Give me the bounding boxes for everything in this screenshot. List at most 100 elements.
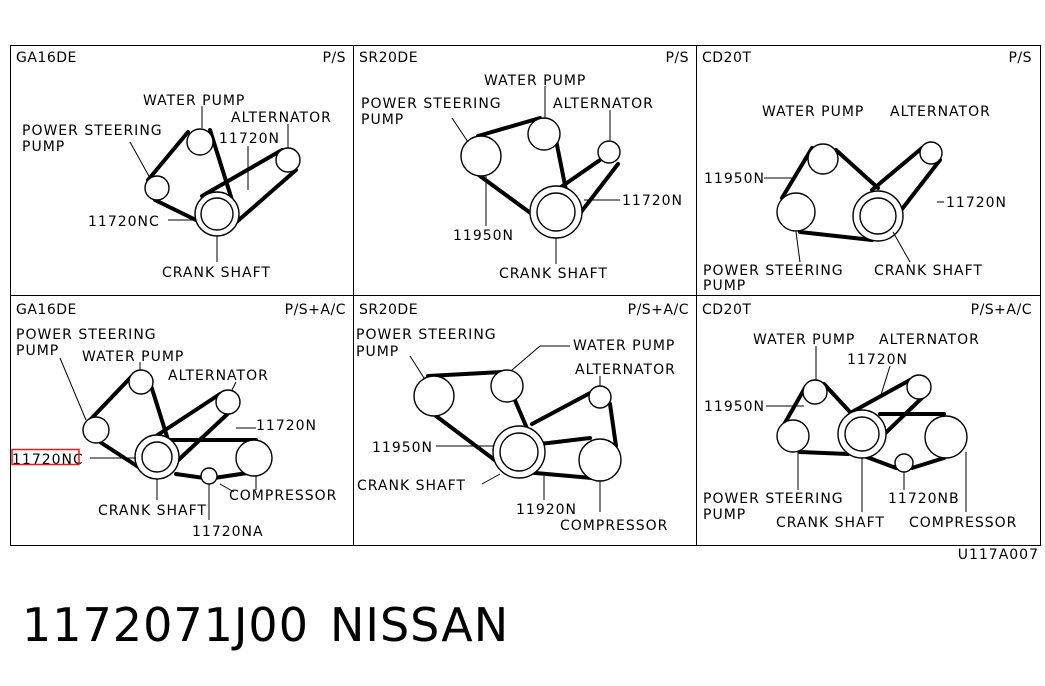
panel-config: P/S+A/C <box>285 302 346 318</box>
label-pump: PUMP <box>703 507 746 523</box>
crank-shaft-inner <box>859 197 897 235</box>
label-water-pump: WATER PUMP <box>484 73 586 89</box>
label-belt-code: 11720NA <box>192 524 264 540</box>
label-belt-code: 11720N <box>946 195 1007 211</box>
water-pump-pulley <box>186 128 214 156</box>
panel-engine: SR20DE <box>359 50 418 66</box>
idler-pulley <box>894 453 914 473</box>
panel-cd20t-ps: CD20T P/S WATER PUMP ALTERNATOR 11950N 1… <box>702 50 1032 294</box>
label-belt-code: 11920N <box>516 502 577 518</box>
alternator-pulley <box>906 374 932 400</box>
crank-shaft-inner <box>200 197 234 231</box>
label-belt-code: 11950N <box>704 171 765 187</box>
alternator-pulley <box>588 385 612 409</box>
label-pump: PUMP <box>361 112 404 128</box>
alternator-pulley <box>275 147 301 173</box>
belt <box>146 128 298 228</box>
label-water-pump: WATER PUMP <box>762 104 864 120</box>
panel-engine: GA16DE <box>16 302 77 318</box>
belt <box>426 370 618 480</box>
belt <box>476 116 620 222</box>
crank-shaft-inner <box>141 441 173 473</box>
label-water-pump: WATER PUMP <box>82 349 184 365</box>
water-pump-pulley <box>527 117 561 151</box>
panel-config: P/S+A/C <box>971 302 1032 318</box>
panel-config: P/S <box>1008 50 1032 66</box>
label-belt-code: 11950N <box>372 440 433 456</box>
water-pump-pulley <box>128 369 154 395</box>
figure-code: U117A007 <box>958 547 1039 563</box>
label-power-steering: POWER STEERING <box>703 263 844 279</box>
label-water-pump: WATER PUMP <box>753 332 855 348</box>
label-crank-shaft: CRANK SHAFT <box>499 266 608 282</box>
label-alternator: ALTERNATOR <box>575 362 676 378</box>
belt <box>780 146 942 242</box>
label-power-steering: POWER STEERING <box>703 491 844 507</box>
part-number: 1172071J00 <box>22 598 309 652</box>
label-belt-code: 11950N <box>704 399 765 415</box>
label-pump: PUMP <box>16 343 59 359</box>
label-power-steering: POWER STEERING <box>356 327 497 343</box>
panel-cd20t-psac: CD20T P/S+A/C WATER PUMP ALTERNATOR 1172… <box>702 302 1032 531</box>
idler-pulley <box>200 467 218 485</box>
power-steering-pulley <box>82 416 110 444</box>
panel-engine: CD20T <box>702 50 751 66</box>
label-crank-shaft: CRANK SHAFT <box>357 478 466 494</box>
panel-sr20de-psac: SR20DE P/S+A/C POWER STEERING PUMP WATER… <box>356 302 689 534</box>
compressor-pulley <box>235 439 273 477</box>
label-water-pump: WATER PUMP <box>143 93 245 109</box>
label-power-steering: POWER STEERING <box>22 123 163 139</box>
panel-ga16de-ps: GA16DE P/S WATER PUMP ALTERNATOR POWER S… <box>16 50 346 281</box>
label-alternator: ALTERNATOR <box>879 332 980 348</box>
label-alternator: ALTERNATOR <box>890 104 991 120</box>
label-belt-code: 11720NC <box>12 452 84 468</box>
alternator-pulley <box>597 140 621 164</box>
panel-config: P/S <box>665 50 689 66</box>
belt <box>88 374 258 480</box>
label-belt-code: 11720N <box>219 131 280 147</box>
highlight-box <box>11 448 80 466</box>
label-compressor: COMPRESSOR <box>229 488 337 504</box>
label-power-steering: POWER STEERING <box>361 96 502 112</box>
label-belt-code: 11720N <box>622 193 683 209</box>
label-pump: PUMP <box>22 139 65 155</box>
power-steering-pulley <box>413 375 455 417</box>
panel-ga16de-psac: GA16DE P/S+A/C POWER STEERING PUMP WATER… <box>11 302 346 540</box>
power-steering-pulley <box>776 192 816 232</box>
label-belt-code: 11720NC <box>88 214 160 230</box>
label-belt-code: 11720NB <box>888 491 960 507</box>
compressor-pulley <box>578 438 622 482</box>
water-pump-pulley <box>802 379 828 405</box>
label-belt-code: 11720N <box>847 352 908 368</box>
label-alternator: ALTERNATOR <box>231 110 332 126</box>
crank-shaft-inner <box>844 416 880 452</box>
panel-grid <box>10 45 1041 546</box>
alternator-pulley <box>215 389 241 415</box>
label-compressor: COMPRESSOR <box>560 518 668 534</box>
panel-config: P/S+A/C <box>628 302 689 318</box>
panel-sr20de-ps: SR20DE P/S WATER PUMP ALTERNATOR POWER S… <box>359 50 689 282</box>
label-crank-shaft: CRANK SHAFT <box>98 503 207 519</box>
water-pump-pulley <box>807 143 839 175</box>
panel-engine: SR20DE <box>359 302 418 318</box>
power-steering-pulley <box>144 175 170 201</box>
label-crank-shaft: CRANK SHAFT <box>776 515 885 531</box>
brand-name: NISSAN <box>330 598 510 652</box>
label-belt-code: 11720N <box>256 418 317 434</box>
label-water-pump: WATER PUMP <box>573 338 675 354</box>
alternator-pulley <box>919 141 943 165</box>
power-steering-pulley <box>776 419 810 453</box>
panel-engine: GA16DE <box>16 50 77 66</box>
label-power-steering: POWER STEERING <box>16 327 157 343</box>
label-alternator: ALTERNATOR <box>168 368 269 384</box>
label-pump: PUMP <box>703 278 746 294</box>
crank-shaft-inner <box>499 432 539 472</box>
label-crank-shaft: CRANK SHAFT <box>162 265 271 281</box>
power-steering-pulley <box>460 135 502 177</box>
panel-engine: CD20T <box>702 302 751 318</box>
water-pump-pulley <box>490 369 524 403</box>
label-pump: PUMP <box>356 344 399 360</box>
label-alternator: ALTERNATOR <box>553 96 654 112</box>
compressor-pulley <box>924 415 968 459</box>
